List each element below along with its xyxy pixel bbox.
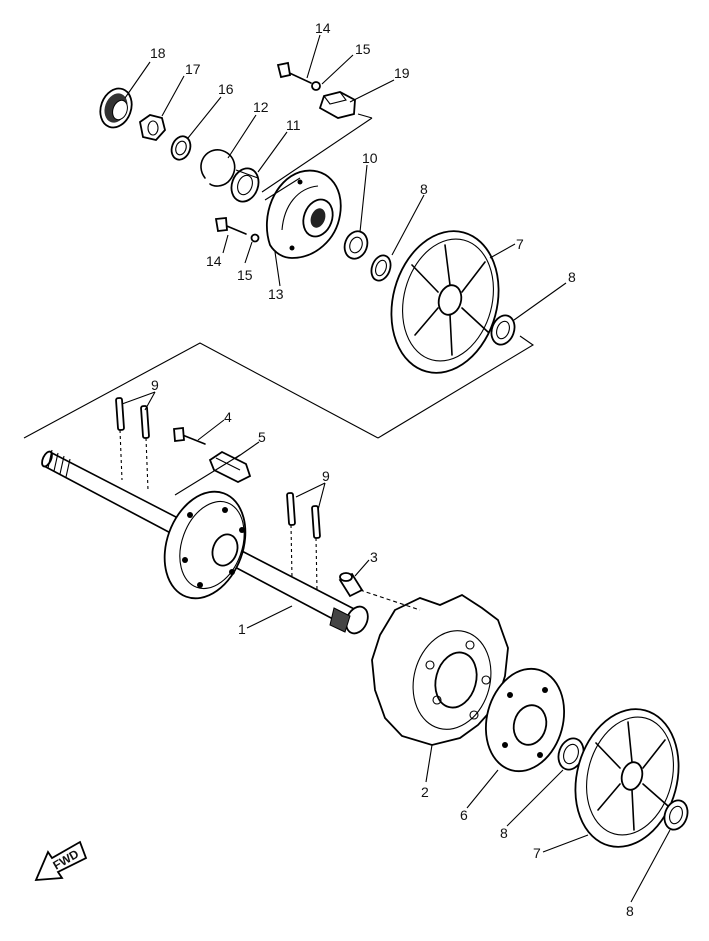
callout-9-left: 9 [151,377,159,393]
part-8-washer-upper-2 [490,314,516,346]
callout-18: 18 [150,45,166,61]
alignment-lines-upper [261,113,373,201]
callout-8-lower-1: 8 [500,825,508,841]
part-9-pins-right [286,492,321,591]
part-11-bearing [230,167,260,203]
part-12-circlip [200,149,236,187]
callout-8-upper-1: 8 [420,181,428,197]
part-16-washer [170,135,192,161]
part-10-bearing [343,230,369,260]
part-15-washer-top [311,81,321,91]
callout-16: 16 [218,81,234,97]
alignment-lines-lower [174,454,421,611]
part-18-gear [99,87,133,129]
callout-12: 12 [253,99,269,115]
callout-numbers: 18 17 16 12 11 14 15 19 10 8 7 8 14 15 1… [150,20,634,919]
callout-3: 3 [370,549,378,565]
callout-7-upper: 7 [516,236,524,252]
part-7-wheel-lower [574,708,680,848]
part-8-washer-upper-1 [370,254,392,282]
callout-14-top: 14 [315,20,331,36]
callout-8-lower-2: 8 [626,903,634,919]
callout-1: 1 [238,621,246,637]
part-shaft-flange [163,490,247,600]
part-6-hub [485,667,565,773]
part-3-spacer [338,572,364,598]
callout-14-lower: 14 [206,253,222,269]
part-5-bracket [208,450,252,484]
part-14-bolt-lower [214,217,247,235]
callout-15-top: 15 [355,41,371,57]
callout-4: 4 [224,409,232,425]
callout-2: 2 [421,784,429,800]
callout-9-right: 9 [322,468,330,484]
part-14-bolt-top [276,61,312,84]
callout-7-lower: 7 [533,845,541,861]
part-15-washer-lower [250,233,260,243]
part-13-housing [265,169,342,259]
part-9-pins-left [115,397,150,491]
callout-15-lower: 15 [237,267,253,283]
part-8-washer-lower-2 [663,799,689,831]
fwd-arrow-icon: FWD [34,840,88,882]
callout-10: 10 [362,150,378,166]
part-19-clamp [318,91,356,119]
callout-8-upper-2: 8 [568,269,576,285]
callout-13: 13 [268,286,284,302]
callout-17: 17 [185,61,201,77]
callout-5: 5 [258,429,266,445]
part-7-wheel-upper [390,230,500,374]
callout-6: 6 [460,807,468,823]
callout-19: 19 [394,65,410,81]
leader-lines [121,34,671,903]
reference-outline [23,335,535,439]
callout-11: 11 [286,117,301,133]
part-4-bolt [173,427,206,445]
part-17-nut [139,114,166,141]
